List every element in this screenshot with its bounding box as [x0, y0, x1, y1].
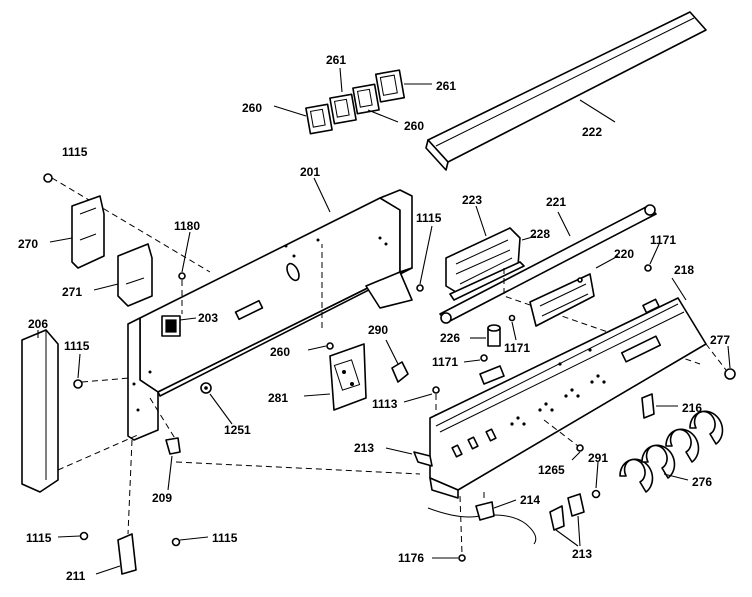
label-222: 222	[582, 125, 602, 139]
part-277-216	[641, 343, 736, 419]
part-226-component	[470, 324, 501, 347]
part-222-top-trim	[425, 11, 707, 171]
part-290-component	[385, 339, 409, 383]
part-201-backguard	[127, 177, 413, 441]
part-218-control-panel	[429, 277, 707, 499]
label-201: 201	[300, 165, 320, 179]
label-203: 203	[198, 311, 218, 325]
part-1115-screws	[73, 225, 433, 389]
label-218: 218	[674, 263, 694, 277]
label-1265: 1265	[538, 463, 565, 477]
label-291: 291	[588, 451, 608, 465]
part-1171-1113-screws	[403, 241, 661, 416]
part-213-lower-clips	[549, 493, 585, 547]
part-260-261-switches	[273, 67, 432, 135]
part-220-component	[529, 255, 619, 327]
label-220: 220	[614, 247, 634, 261]
part-214-wire	[427, 492, 537, 545]
label-228: 228	[530, 227, 550, 241]
label-281: 281	[268, 391, 288, 405]
callout-labels: 261 261 260 260 222 1115 201 1180 270 27…	[18, 53, 730, 583]
label-206: 206	[28, 317, 48, 331]
label-1115-bottom-left: 1115	[26, 531, 52, 545]
part-209-211-brackets	[57, 397, 209, 575]
label-1251: 1251	[224, 423, 251, 437]
part-281-component	[303, 342, 367, 411]
label-209: 209	[152, 491, 172, 505]
label-260-mid: 260	[270, 345, 290, 359]
label-260-right: 260	[404, 119, 424, 133]
label-214: 214	[520, 493, 540, 507]
part-213-upper-clip	[385, 447, 433, 467]
label-1115-top: 1115	[62, 145, 88, 159]
label-223: 223	[462, 193, 482, 207]
label-1180: 1180	[174, 219, 200, 233]
label-211: 211	[66, 569, 86, 583]
label-271: 271	[62, 285, 82, 299]
label-260-left: 260	[242, 101, 262, 115]
label-1115-bottom-right: 1115	[212, 531, 238, 545]
label-221: 221	[546, 195, 566, 209]
label-290: 290	[368, 323, 388, 337]
label-213-upper: 213	[354, 441, 374, 455]
label-1176: 1176	[398, 551, 424, 565]
part-276-knobs	[619, 410, 724, 493]
label-216: 216	[682, 401, 702, 415]
label-261-right: 261	[436, 79, 456, 93]
label-1115-left: 1115	[64, 339, 90, 353]
label-270: 270	[18, 237, 38, 251]
part-1176-screw	[432, 495, 466, 562]
label-277: 277	[710, 333, 730, 347]
label-261-left: 261	[326, 53, 346, 67]
part-1265-291	[543, 419, 601, 499]
label-1113: 1113	[372, 397, 398, 411]
label-226: 226	[440, 331, 460, 345]
part-206-side-panel	[21, 329, 141, 493]
label-213-lower: 213	[572, 547, 592, 561]
label-1115-right: 1115	[416, 211, 442, 225]
label-276: 276	[692, 475, 712, 489]
label-1171-low: 1171	[432, 355, 458, 369]
part-1251-washer	[200, 382, 233, 425]
dashed-leader-209-panel	[175, 461, 421, 475]
label-1171-mid: 1171	[504, 341, 530, 355]
part-223-228-221-assembly	[439, 204, 701, 365]
part-270-271-brackets	[43, 173, 211, 307]
label-1171-top: 1171	[650, 233, 676, 247]
part-203-1180-component	[161, 231, 197, 337]
